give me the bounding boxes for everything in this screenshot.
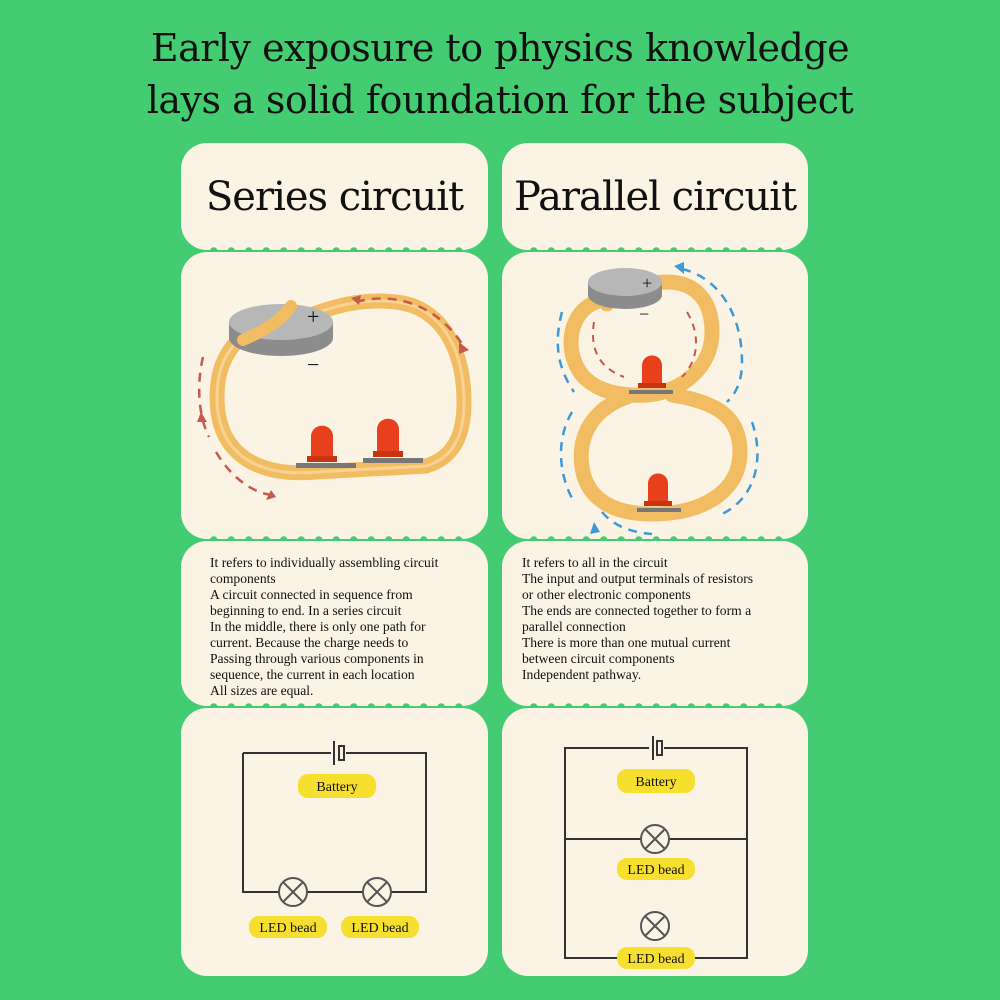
battery-plus-sign: +	[642, 273, 652, 293]
coin-battery-icon	[588, 268, 662, 309]
divider-dots	[205, 246, 467, 256]
series-description-card: It refers to individually assembling cir…	[181, 541, 488, 706]
parallel-description-line: It refers to all in the circuit	[522, 555, 668, 570]
divider-dots	[525, 535, 787, 545]
parallel-schematic: Battery LED bead LED bead	[564, 736, 748, 969]
series-description-line: All sizes are equal.	[210, 683, 314, 698]
parallel-description-line: Independent pathway.	[522, 667, 642, 682]
parallel-description-card: It refers to all in the circuit The inpu…	[502, 541, 808, 706]
lamp-symbol-icon	[640, 911, 670, 941]
parallel-description-line: between circuit components	[522, 651, 675, 666]
led-bulb-icon	[363, 418, 423, 463]
series-circuit-illustration: + −	[197, 293, 472, 500]
led-bead-label: LED bead	[627, 952, 684, 967]
series-description-line: sequence, the current in each location	[210, 667, 415, 682]
lamp-symbol-icon	[362, 877, 392, 907]
parallel-description-line: or other electronic components	[522, 587, 691, 602]
series-schematic-card: Battery LED bead LED bead	[181, 708, 488, 976]
parallel-illustration-card: + −	[502, 252, 808, 539]
series-wire-strip	[209, 293, 472, 481]
current-direction-arrows	[556, 267, 759, 536]
led-bead-label: LED bead	[627, 863, 684, 878]
current-direction-arrows	[197, 297, 466, 497]
headline-line-2: lays a solid foundation for the subject	[146, 78, 854, 122]
battery-minus-sign: −	[639, 304, 649, 324]
battery-label: Battery	[635, 775, 676, 790]
series-description-line: A circuit connected in sequence from	[210, 587, 413, 602]
parallel-circuit-illustration: + −	[556, 262, 759, 536]
divider-dots	[525, 702, 787, 712]
battery-minus-sign: −	[307, 352, 319, 377]
series-title-card: Series circuit	[181, 143, 488, 250]
parallel-wire-strip	[563, 274, 748, 522]
headline-line-1: Early exposure to physics knowledge	[150, 26, 850, 70]
led-bulb-icon	[296, 425, 356, 468]
divider-dots	[205, 702, 467, 712]
series-schematic: Battery LED bead LED bead	[242, 741, 427, 938]
series-description-line: In the middle, there is only one path fo…	[210, 619, 426, 634]
lamp-symbol-icon	[640, 824, 670, 854]
parallel-schematic-card: Battery LED bead LED bead	[502, 708, 808, 976]
parallel-description-line: The input and output terminals of resist…	[522, 571, 754, 586]
series-title: Series circuit	[205, 173, 464, 220]
parallel-title-card: Parallel circuit	[502, 143, 808, 250]
series-description-line: current. Because the charge needs to	[210, 635, 409, 650]
coin-battery-icon	[229, 300, 333, 356]
series-description-line: beginning to end. In a series circuit	[210, 603, 402, 618]
series-description-line: Passing through various components in	[210, 651, 424, 666]
parallel-description-line: There is more than one mutual current	[522, 635, 731, 650]
parallel-description-line: The ends are connected together to form …	[522, 603, 752, 618]
series-description-line: It refers to individually assembling cir…	[210, 555, 439, 570]
divider-dots	[205, 535, 467, 545]
headline: Early exposure to physics knowledge lays…	[0, 22, 1000, 126]
led-bead-label: LED bead	[259, 921, 316, 936]
series-description-line: components	[210, 571, 276, 586]
series-illustration-card: + −	[181, 252, 488, 539]
led-bulb-icon	[629, 355, 673, 394]
divider-dots	[525, 246, 787, 256]
led-bead-label: LED bead	[351, 921, 408, 936]
led-bulb-icon	[637, 473, 681, 512]
battery-plus-sign: +	[307, 304, 319, 329]
parallel-title: Parallel circuit	[513, 173, 797, 220]
battery-label: Battery	[316, 780, 357, 795]
parallel-description-line: parallel connection	[522, 619, 626, 634]
lamp-symbol-icon	[278, 877, 308, 907]
